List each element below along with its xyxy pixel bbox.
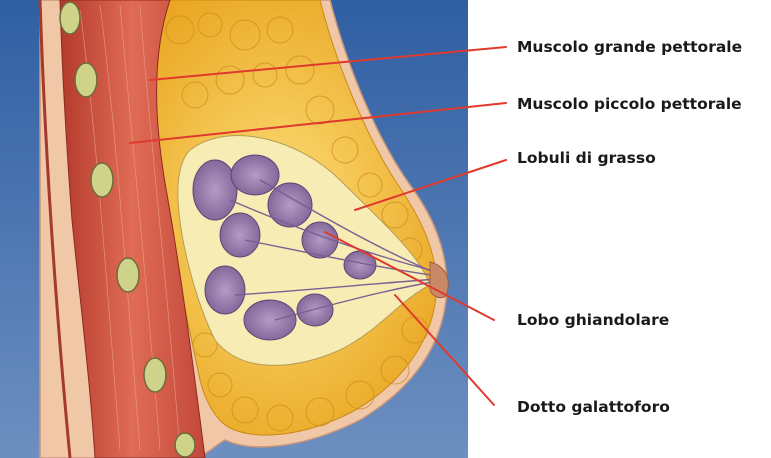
label-muscolo-grande-pettorale: Muscolo grande pettorale <box>517 38 742 56</box>
label-lobuli-di-grasso: Lobuli di grasso <box>517 149 656 167</box>
label-lobo-ghiandolare: Lobo ghiandolare <box>517 311 669 329</box>
label-dotto-galattoforo: Dotto galattoforo <box>517 398 670 416</box>
label-muscolo-piccolo-pettorale: Muscolo piccolo pettorale <box>517 95 742 113</box>
